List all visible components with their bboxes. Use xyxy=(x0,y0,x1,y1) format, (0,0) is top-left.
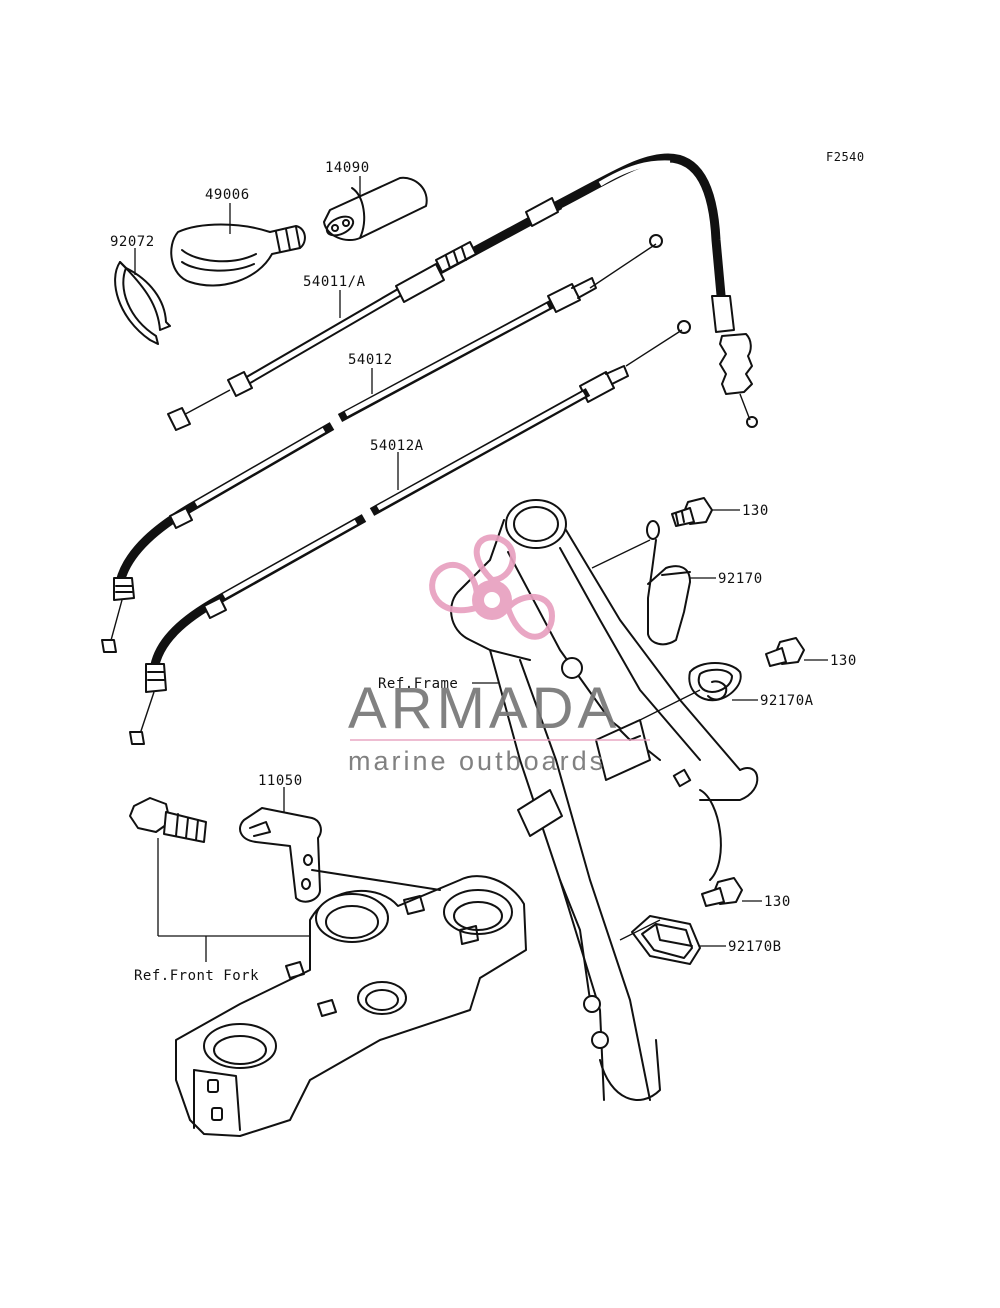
callout-54012A: 54012A xyxy=(370,438,424,454)
part-92170-clamp xyxy=(646,520,716,646)
armada-logo xyxy=(429,534,556,640)
callout-11050: 11050 xyxy=(258,773,303,789)
part-49006-boot xyxy=(170,203,306,287)
callout-92170: 92170 xyxy=(718,571,763,587)
watermark-tagline: marine outboards xyxy=(348,746,606,776)
part-92170A-clamp xyxy=(688,662,758,702)
part-54012-throttle-cable xyxy=(101,234,663,653)
part-14090-cap xyxy=(323,176,428,241)
front-fork-triple-clamp xyxy=(175,869,527,1137)
callout-ref-front-fork: Ref.Front Fork xyxy=(134,968,259,984)
callout-130-mid: 130 xyxy=(830,653,857,669)
callout-130-top: 130 xyxy=(742,503,769,519)
figure-code: F2540 xyxy=(826,150,865,164)
frame-reference xyxy=(450,499,759,1101)
callout-ref-frame: Ref.Frame xyxy=(378,676,458,692)
watermark-brand: ARMADA xyxy=(348,676,620,741)
part-130-bolt-top xyxy=(671,497,740,527)
part-130-bolt-mid xyxy=(765,637,828,667)
armada-watermark: ARMADA marine outboards xyxy=(348,534,650,776)
part-130-bolt-bottom xyxy=(701,877,762,907)
part-92072-cable-tie xyxy=(114,248,171,345)
callout-130-bottom: 130 xyxy=(764,894,791,910)
callout-14090: 14090 xyxy=(325,160,370,176)
part-92170B-clamp xyxy=(631,915,726,965)
callout-92170A: 92170A xyxy=(760,693,814,709)
part-54012A-throttle-cable xyxy=(129,320,691,745)
part-front-fork-bolt xyxy=(129,797,310,962)
callout-92170B: 92170B xyxy=(728,939,782,955)
callout-49006: 49006 xyxy=(205,187,250,203)
part-11050-bracket xyxy=(239,787,322,903)
part-54011A-clutch-cable xyxy=(167,153,758,431)
callout-54011A: 54011/A xyxy=(303,274,366,290)
callout-92072: 92072 xyxy=(110,234,155,250)
callout-54012: 54012 xyxy=(348,352,393,368)
